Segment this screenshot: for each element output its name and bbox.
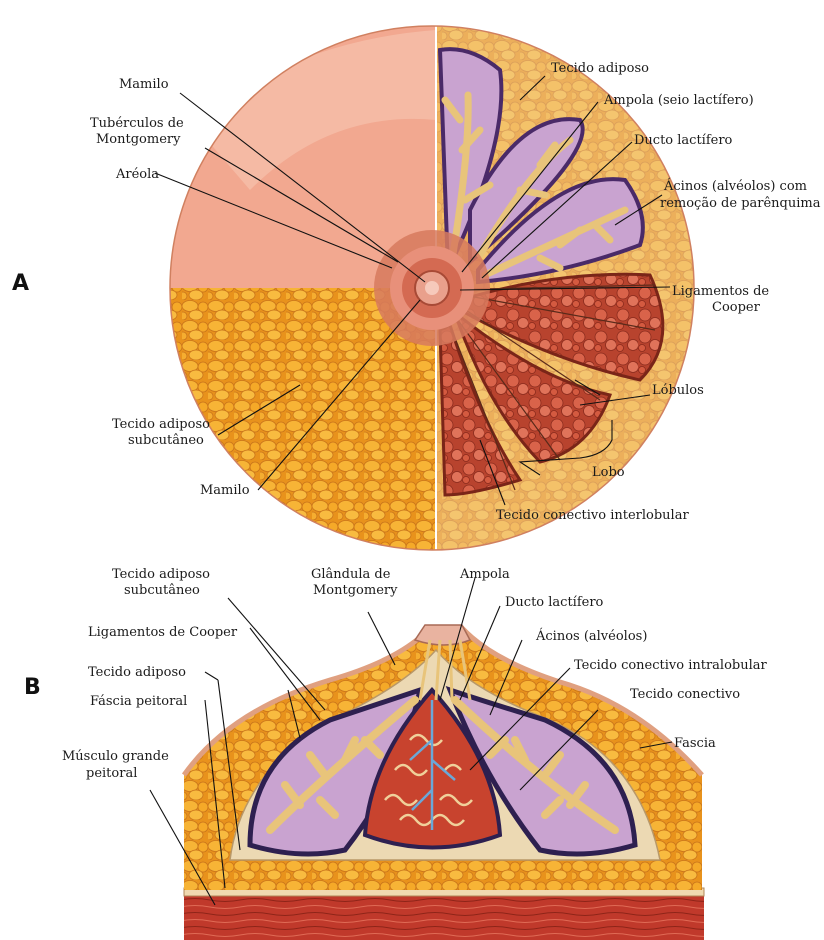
label-b-ducto: Ducto lactífero [505,595,604,610]
label-areola: Aréola [115,167,159,182]
panel-a-label: A [12,271,29,296]
label-b-glandula-1: Glândula de [311,567,391,582]
label-subcutaneo-2: subcutâneo [128,433,204,448]
label-tuberculos-1: Tubérculos de [90,116,184,131]
label-b-fascia: Fascia [674,736,716,751]
panel-b-label: B [24,675,41,700]
label-b-ligamentos: Ligamentos de Cooper [88,625,238,640]
label-tuberculos-2: Montgomery [96,132,181,147]
label-ampola: Ampola (seio lactífero) [603,93,754,108]
label-tecido-adiposo: Tecido adiposo [551,61,649,76]
label-b-conectivo-intra: Tecido conectivo intralobular [574,658,768,673]
label-ligamentos-1: Ligamentos de [672,284,769,299]
label-ligamentos-2: Cooper [712,300,761,315]
label-b-musculo-1: Músculo grande [62,749,169,764]
label-b-fascia-peitoral: Fáscia peitoral [90,694,187,709]
label-subcutaneo-1: Tecido adiposo [112,417,210,432]
label-mamilo-bottom: Mamilo [200,483,250,498]
label-acinos-2: remoção de parênquima [660,196,821,211]
label-b-glandula-2: Montgomery [313,583,398,598]
label-b-tecido-adiposo: Tecido adiposo [88,665,186,680]
label-acinos-1: Ácinos (alvéolos) com [663,178,807,194]
label-lobulos: Lóbulos [652,383,704,398]
label-lobo: Lobo [592,465,625,480]
label-b-tecido-conectivo: Tecido conectivo [630,687,740,702]
label-ducto: Ducto lactífero [634,133,733,148]
label-b-subcutaneo-2: subcutâneo [124,583,200,598]
label-b-ampola: Ampola [459,567,510,582]
label-b-subcutaneo-1: Tecido adiposo [112,567,210,582]
label-b-musculo-2: peitoral [86,766,137,781]
label-mamilo-top: Mamilo [119,77,169,92]
label-b-acinos: Ácinos (alvéolos) [535,628,647,644]
label-conectivo-inter: Tecido conectivo interlobular [496,508,689,523]
